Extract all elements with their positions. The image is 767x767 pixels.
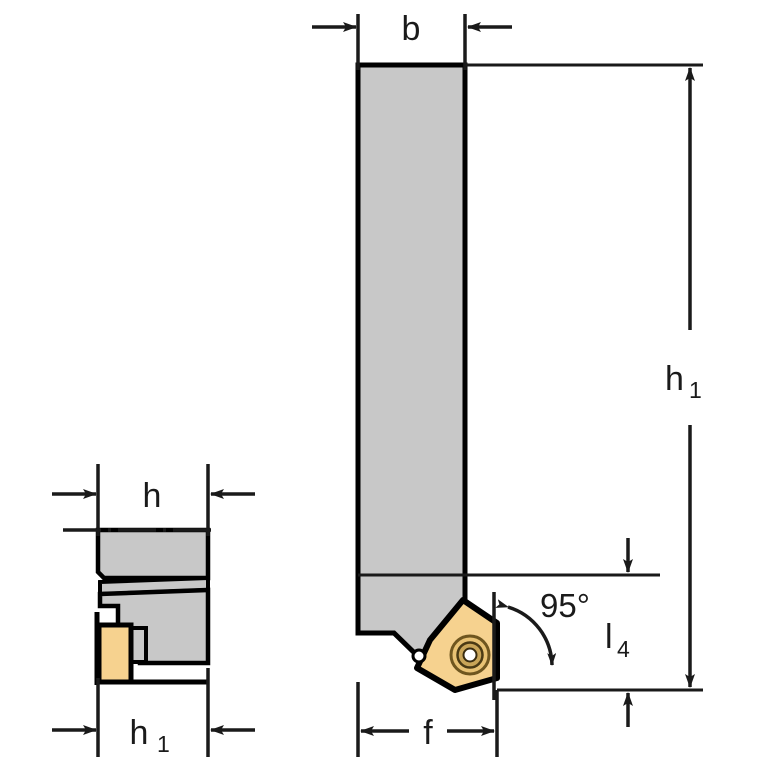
insert-end-view — [96, 622, 134, 685]
dimension-label-f: f — [423, 714, 433, 752]
dimension-label-h: h — [143, 477, 162, 515]
insert-locating-pin — [411, 648, 427, 664]
dimension-label-l4: l — [605, 618, 613, 656]
end-view-upper-block — [95, 527, 211, 581]
dimension-label-l4-subscript: 4 — [617, 636, 630, 662]
insert-screw-bore — [462, 647, 478, 663]
dimension-label-h1-end: h — [130, 714, 149, 752]
angle-label-95: 95° — [540, 587, 590, 624]
dimension-label-b: b — [402, 10, 421, 48]
side-view-body-outline — [355, 62, 468, 673]
dimension-label-h1-side: h — [665, 360, 684, 398]
angle-arc-95 — [495, 599, 557, 666]
dimension-label-h1-end-subscript: 1 — [157, 731, 170, 757]
end-view: h h 1 — [52, 464, 255, 757]
side-view-bottom-chamfer-cut — [358, 633, 430, 682]
dimension-label-h1-side-subscript: 1 — [689, 377, 702, 403]
side-view: b h 1 l 4 95° f — [312, 10, 703, 757]
